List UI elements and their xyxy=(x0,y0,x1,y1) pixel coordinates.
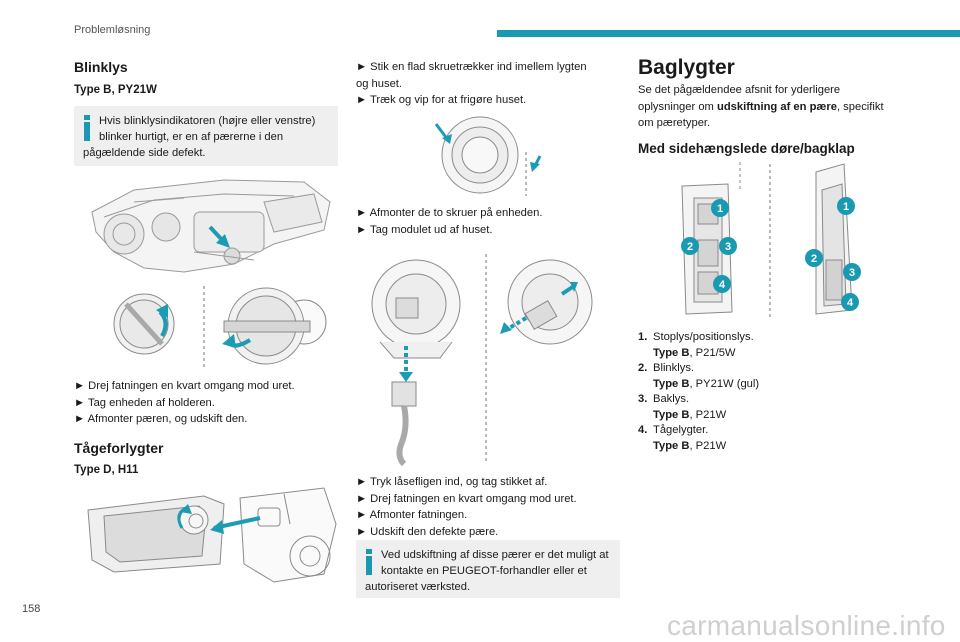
type-heading-b: Type B, PY21W xyxy=(74,84,157,96)
step-item: ► Afmonter de to skruer på enheden. xyxy=(356,207,543,219)
step-item: ► Drej fatningen en kvart omgang mod ure… xyxy=(356,492,577,505)
callout-3-right: 3 xyxy=(849,267,855,279)
running-header: Problemløsning xyxy=(74,24,151,36)
heading-taageforlygter: Tågeforlygter xyxy=(74,440,164,456)
info-note-dealer: Ved udskiftning af disse pærer er det mu… xyxy=(356,540,620,598)
housing-removal-illustration xyxy=(410,112,560,198)
legend-label: Blinklys. xyxy=(653,362,695,374)
rear-lamp-illustration: 1 2 3 4 1 2 3 4 xyxy=(648,160,900,320)
callout-2-left: 2 xyxy=(687,241,693,253)
watermark-text: carmanualsonline.info xyxy=(667,610,946,641)
legend-bulb: , P21/5W xyxy=(689,346,736,359)
intro-paragraph: Se det pågældendee afsnit for yderligere… xyxy=(638,82,900,132)
legend-number: 3. xyxy=(638,393,648,405)
legend-label: Baklys. xyxy=(653,393,690,405)
step-item: ► Afmonter fatningen. xyxy=(356,509,468,521)
headlamp-illustration xyxy=(74,172,338,282)
heading-blinklys: Blinklys xyxy=(74,59,128,75)
legend-label: Tågelygter. xyxy=(653,424,709,436)
intro-bold: udskiftning af en pære xyxy=(716,100,837,113)
fog-module-illustration xyxy=(356,246,618,468)
legend-type: Type B xyxy=(653,377,690,390)
callout-2-right: 2 xyxy=(811,253,817,265)
step-item: ► Tag enheden af holderen. xyxy=(74,396,215,409)
note-text: Hvis blinklysindikatoren (højre eller ve… xyxy=(83,115,316,159)
legend-number: 1. xyxy=(638,331,648,343)
page-number: 158 xyxy=(22,603,41,615)
steps-blinklys: ► Drej fatningen en kvart omgang mod ure… xyxy=(74,378,295,428)
step-item: og huset. xyxy=(356,77,403,90)
subheading-doors: Med sidehængslede døre/bagklap xyxy=(638,141,855,156)
legend-bulb: , P21W xyxy=(689,408,727,421)
foglamp-illustration xyxy=(74,484,338,588)
legend-number: 4. xyxy=(638,424,648,436)
legend-type: Type B xyxy=(653,346,690,359)
intro-text-end: , specifikt om pæretyper. xyxy=(638,100,884,130)
info-note-blinklys: Hvis blinklysindikatoren (højre eller ve… xyxy=(74,106,338,166)
steps-remove-housing: ► Stik en flad skruetrækker ind imellem … xyxy=(356,59,587,109)
step-item: ► Tag modulet ud af huset. xyxy=(356,223,493,236)
step-item: ► Træk og vip for at frigøre huset. xyxy=(356,94,527,106)
callout-1-right: 1 xyxy=(843,201,849,213)
heading-baglygter: Baglygter xyxy=(638,56,735,79)
intro-text: Se det pågældendee afsnit for yderligere… xyxy=(638,84,841,113)
header-accent-bar xyxy=(497,30,960,37)
steps-remove-module: ► Afmonter de to skruer på enheden. ► Ta… xyxy=(356,205,542,238)
steps-replace-bulb: ► Tryk låsefligen ind, og tag stikket af… xyxy=(356,474,577,540)
legend-item: 2. Blinklys. Type B, PY21W (gul) xyxy=(638,361,759,392)
legend-bulb: , PY21W (gul) xyxy=(689,377,760,390)
callout-1-left: 1 xyxy=(717,203,723,215)
callout-4-left: 4 xyxy=(719,279,726,291)
step-item: ► Udskift den defekte pære. xyxy=(356,525,499,538)
step-item: ► Afmonter pæren, og udskift den. xyxy=(74,413,248,425)
type-heading-d: Type D, H11 xyxy=(74,464,139,476)
legend-item: 3. Baklys. Type B, P21W xyxy=(638,392,759,423)
legend-item: 4. Tågelygter. Type B, P21W xyxy=(638,423,759,454)
legend-label: Stoplys/positionslys. xyxy=(653,331,754,343)
legend-number: 2. xyxy=(638,362,648,374)
legend-bulb: , P21W xyxy=(689,439,727,452)
info-icon xyxy=(365,549,373,575)
step-item: ► Drej fatningen en kvart omgang mod ure… xyxy=(74,380,295,392)
info-icon xyxy=(83,115,91,141)
step-item: ► Stik en flad skruetrækker ind imellem … xyxy=(356,61,587,73)
legend-type: Type B xyxy=(653,439,690,452)
step-item: ► Tryk låsefligen ind, og tag stikket af… xyxy=(356,476,548,488)
callout-3-left: 3 xyxy=(725,241,731,253)
bulb-legend: 1.Stoplys/positionslys. Type B, P21/5W 2… xyxy=(638,330,759,454)
callout-4-right: 4 xyxy=(847,297,854,309)
legend-type: Type B xyxy=(653,408,690,421)
legend-item: 1. Stoplys/positionslys. Type B, P21/5W xyxy=(638,330,759,361)
note-text: Ved udskiftning af disse pærer er det mu… xyxy=(365,549,609,593)
bulb-holder-illustration xyxy=(74,284,338,370)
